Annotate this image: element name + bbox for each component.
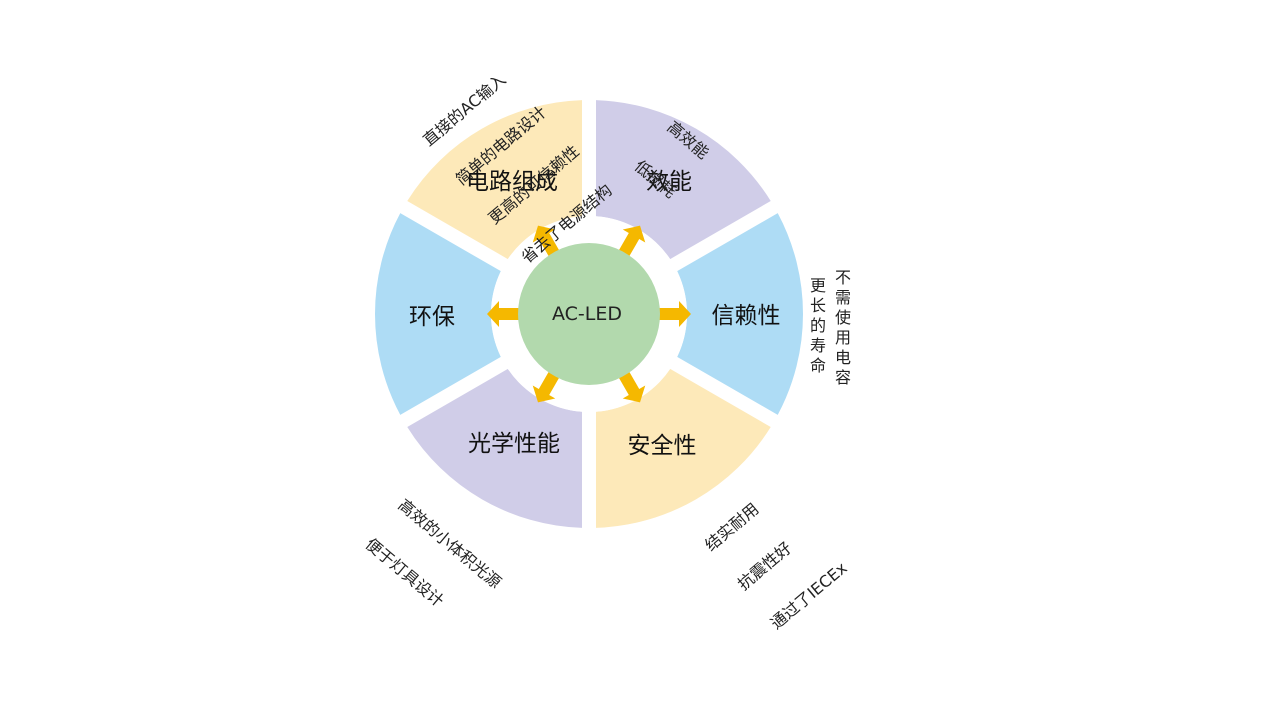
arrow-eco <box>487 301 521 327</box>
segment-circuit <box>407 100 583 260</box>
segment-label-eco: 环保 <box>409 304 455 330</box>
arrow-safety <box>617 369 646 403</box>
center-label: AC-LED <box>552 303 622 325</box>
efficiency-note-2: 低损耗 <box>630 156 680 202</box>
reliability-note-col-2: 更长的寿命 <box>809 276 826 375</box>
segment-label-reliability: 信赖性 <box>712 303 781 329</box>
segment-reliability <box>677 213 803 415</box>
segment-eco <box>375 213 501 415</box>
segment-efficiency <box>595 100 771 260</box>
segment-label-efficiency: 效能 <box>646 169 692 195</box>
safety-note-2: 抗震性好 <box>733 538 796 594</box>
segment-label-optics: 光学性能 <box>468 431 560 457</box>
segment-label-safety: 安全性 <box>628 433 697 459</box>
center-circle <box>518 243 660 385</box>
segment-optics <box>407 368 583 528</box>
reliability-note-col-1: 不需使用电容 <box>834 268 851 387</box>
safety-note-1: 结实耐用 <box>701 499 763 555</box>
segment-safety <box>595 368 771 528</box>
arrow-circuit <box>532 225 561 259</box>
efficiency-note-1: 高效能 <box>663 117 713 163</box>
arrow-optics <box>532 369 561 403</box>
arrow-reliability <box>657 301 691 327</box>
segment-label-circuit: 电路组成 <box>466 169 558 195</box>
arrow-efficiency <box>617 225 646 259</box>
